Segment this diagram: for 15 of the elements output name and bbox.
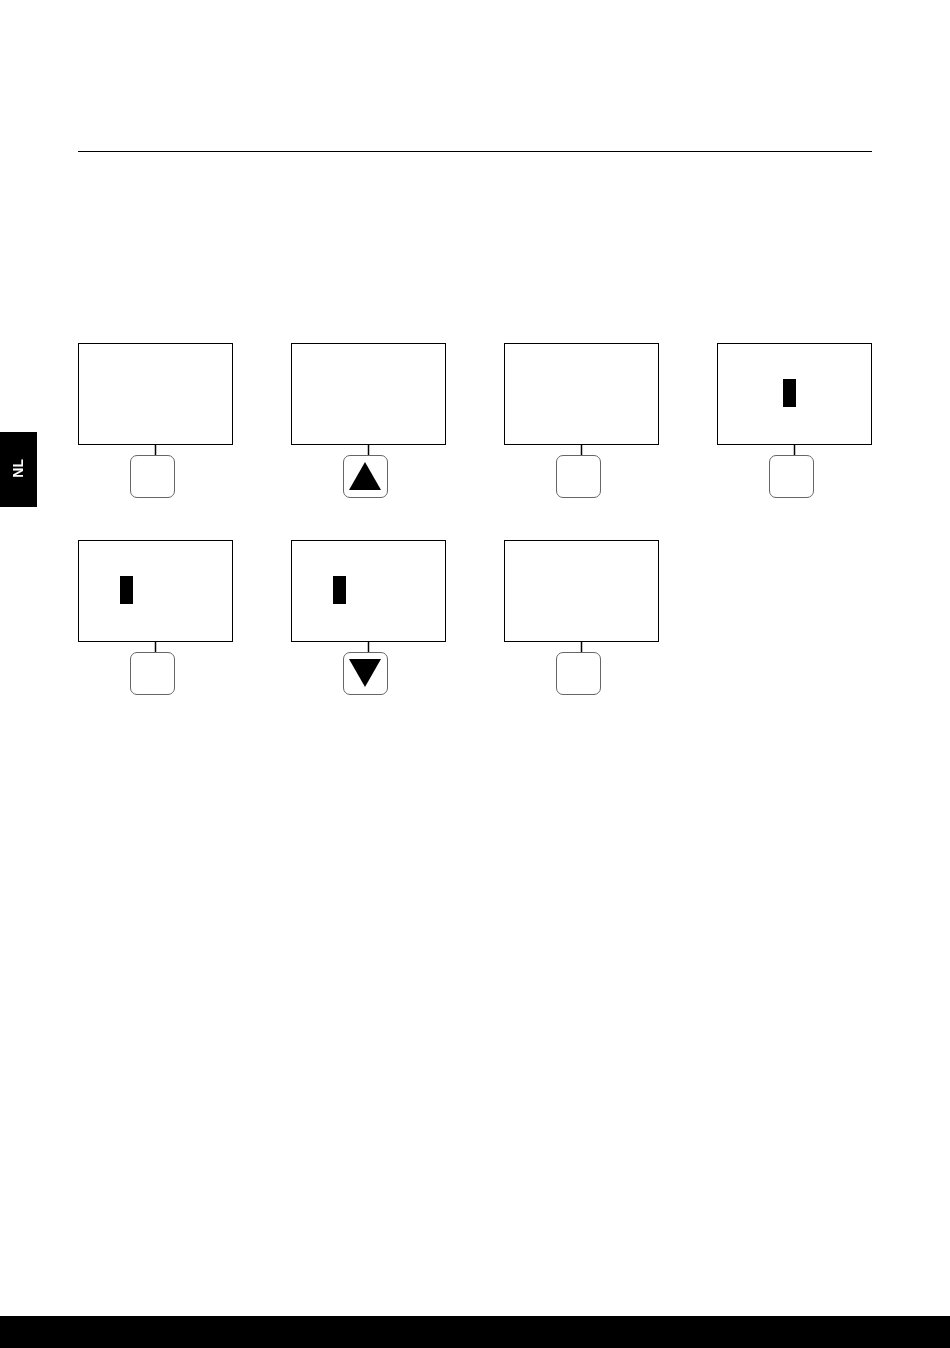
- push-button: [130, 455, 175, 498]
- push-button: [130, 652, 175, 695]
- display-screen: [291, 343, 446, 445]
- display-screen: [504, 343, 659, 445]
- display-screen: [717, 343, 872, 445]
- push-button: [769, 455, 814, 498]
- display-screen: [78, 540, 233, 642]
- push-button: [343, 652, 388, 695]
- display-screen: [504, 540, 659, 642]
- push-button: [556, 455, 601, 498]
- push-button: [343, 455, 388, 498]
- language-code: NL: [11, 459, 26, 478]
- display-screen: [291, 540, 446, 642]
- push-button: [556, 652, 601, 695]
- display-screen: [78, 343, 233, 445]
